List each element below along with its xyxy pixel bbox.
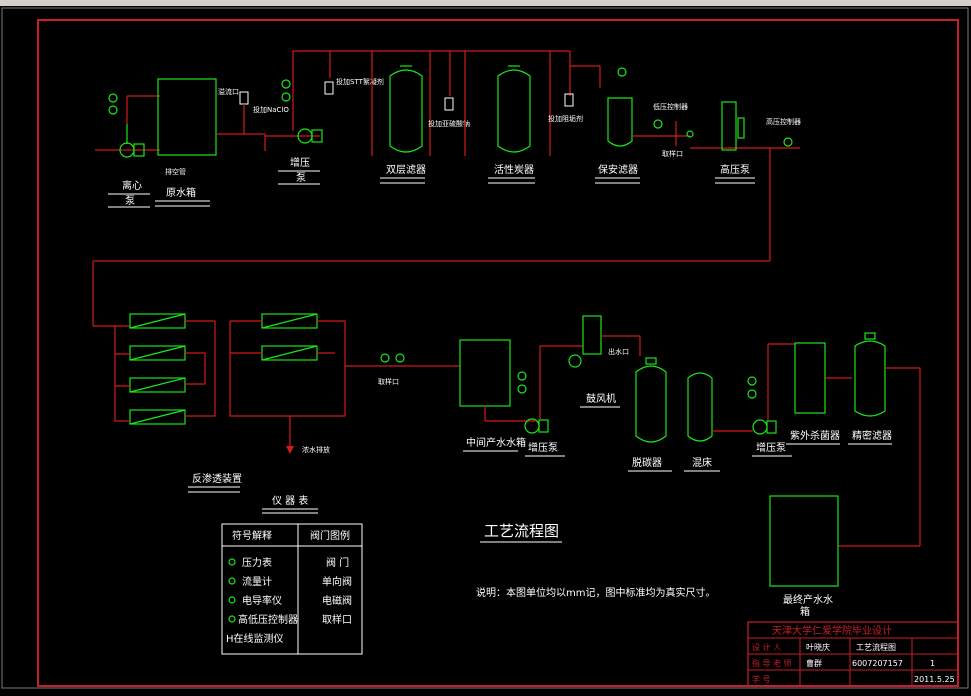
scale-dosing-unit xyxy=(564,93,574,107)
tb-designer: 叶晓庆 xyxy=(806,642,830,652)
label-booster-3: 增压泵 xyxy=(756,441,786,454)
label-blower: 鼓风机 xyxy=(586,392,616,405)
label-final-tank: 最终产水水 xyxy=(783,593,833,606)
precision-filter xyxy=(825,332,921,547)
label-booster-1b: 泵 xyxy=(296,172,306,184)
label-uv: 紫外杀菌器 xyxy=(790,429,840,442)
legend-valve-sample: 取样口 xyxy=(322,613,352,626)
label-final-tank-2: 箱 xyxy=(800,605,810,618)
dual-media-filter xyxy=(371,51,431,156)
legend-valve-solenoid: 电磁阀 xyxy=(322,594,352,607)
security-filter xyxy=(607,67,694,147)
label-drain: 排空管 xyxy=(165,167,186,176)
tb-row2-label: 学 号 xyxy=(752,674,771,684)
legend-header-symbol: 符号解释 xyxy=(232,529,272,542)
legend-table xyxy=(221,523,363,655)
decarbonator-tower xyxy=(568,315,641,368)
drawing-note: 说明：本图单位均以mm记，图中标准均为真实尺寸。 xyxy=(476,586,715,599)
legend-symbol-flow: 流量计 xyxy=(242,575,272,588)
label-high-pressure-pump: 高压泵 xyxy=(720,163,750,176)
legend-header-valve: 阀门图例 xyxy=(310,529,350,542)
intermediate-water-tank xyxy=(459,339,535,422)
label-concentrate: 浓水排放 xyxy=(302,445,330,454)
label-sample-2: 取样口 xyxy=(378,377,399,386)
legend-valve-check: 单向阀 xyxy=(322,575,352,588)
process-flow-diagram: 离心 泵 溢流口 排空管 原水箱 投加NaClO 增压 泵 投加STT絮凝剂 双… xyxy=(1,7,969,689)
sheet-border xyxy=(1,7,969,689)
label-stt: 投加STT絮凝剂 xyxy=(336,77,384,86)
tb-row0-label: 设 计 人 xyxy=(752,642,781,652)
label-overflow: 溢流口 xyxy=(218,87,239,96)
label-raw-tank: 原水箱 xyxy=(166,186,196,199)
legend-symbol-pressure-ctrl: 高低压控制器 xyxy=(238,613,298,626)
legend-symbol-conductivity: 电导率仪 xyxy=(242,594,282,607)
tb-sheet: 1 xyxy=(930,659,935,668)
label-intermediate-tank: 中间产水水箱 xyxy=(466,436,526,449)
high-pressure-pump xyxy=(690,101,800,261)
drawing-canvas: 离心 泵 溢流口 排空管 原水箱 投加NaClO 增压 泵 投加STT絮凝剂 双… xyxy=(0,6,971,692)
booster-pump-1 xyxy=(264,51,323,151)
label-sample: 取样口 xyxy=(662,149,683,158)
activated-carbon-filter xyxy=(497,51,551,156)
centrifugal-pump xyxy=(95,93,160,158)
stt-dosing-unit xyxy=(324,81,334,95)
ro-membrane-array xyxy=(93,313,460,454)
legend-title: 仪 器 表 xyxy=(272,494,308,507)
legend-symbol-monitor: H在线监测仪 xyxy=(226,632,284,645)
title-block-school: 天津大学仁爱学院毕业设计 xyxy=(772,624,892,637)
label-precision-filter: 精密滤器 xyxy=(852,429,892,442)
label-mixed-bed: 混床 xyxy=(692,456,712,469)
tb-drawing-name: 工艺流程图 xyxy=(856,642,896,652)
mixed-bed xyxy=(687,372,713,442)
booster-pump-2 xyxy=(517,345,583,434)
reducer-dosing-unit xyxy=(444,97,454,111)
label-scale: 投加阻垢剂 xyxy=(548,114,583,123)
tb-row1-label: 指 导 老 师 xyxy=(752,658,792,668)
label-high-pressure: 高压控制器 xyxy=(766,117,801,126)
label-centrifugal-pump-2: 泵 xyxy=(125,195,135,207)
drawing-frame xyxy=(37,19,959,687)
uv-sterilizer xyxy=(794,342,826,414)
decarb-vessel xyxy=(635,357,667,443)
label-reducer: 投加亚硫酸钠 xyxy=(428,119,470,128)
label-dual-filter: 双层滤器 xyxy=(386,163,426,176)
legend-symbol-pressure: 压力表 xyxy=(242,556,272,569)
label-decarb: 脱碳器 xyxy=(632,456,662,469)
tb-student-id: 6007207157 xyxy=(852,659,903,668)
raw-water-tank xyxy=(157,78,217,156)
cad-toolbar-strip xyxy=(0,0,971,6)
label-security-filter: 保安滤器 xyxy=(598,163,638,176)
label-outlet: 出水口 xyxy=(608,347,629,356)
label-low-pressure: 低压控制器 xyxy=(653,102,688,111)
legend-valve-gate: 阀 门 xyxy=(326,556,349,569)
label-naclo: 投加NaClO xyxy=(253,105,289,114)
label-centrifugal-pump: 离心 xyxy=(122,179,142,192)
drawing-title: 工艺流程图 xyxy=(484,522,559,540)
label-booster-2: 增压泵 xyxy=(528,441,558,454)
naclo-dosing xyxy=(216,91,265,135)
tb-advisor: 曹群 xyxy=(806,658,822,668)
label-booster-1: 增压 xyxy=(290,156,310,169)
label-ro-unit: 反渗透装置 xyxy=(192,472,242,485)
booster-pump-3 xyxy=(712,343,795,435)
final-product-tank xyxy=(769,495,839,587)
tb-date: 2011.5.25 xyxy=(914,675,955,684)
label-activated-carbon: 活性炭器 xyxy=(494,163,534,176)
title-block xyxy=(747,621,959,687)
